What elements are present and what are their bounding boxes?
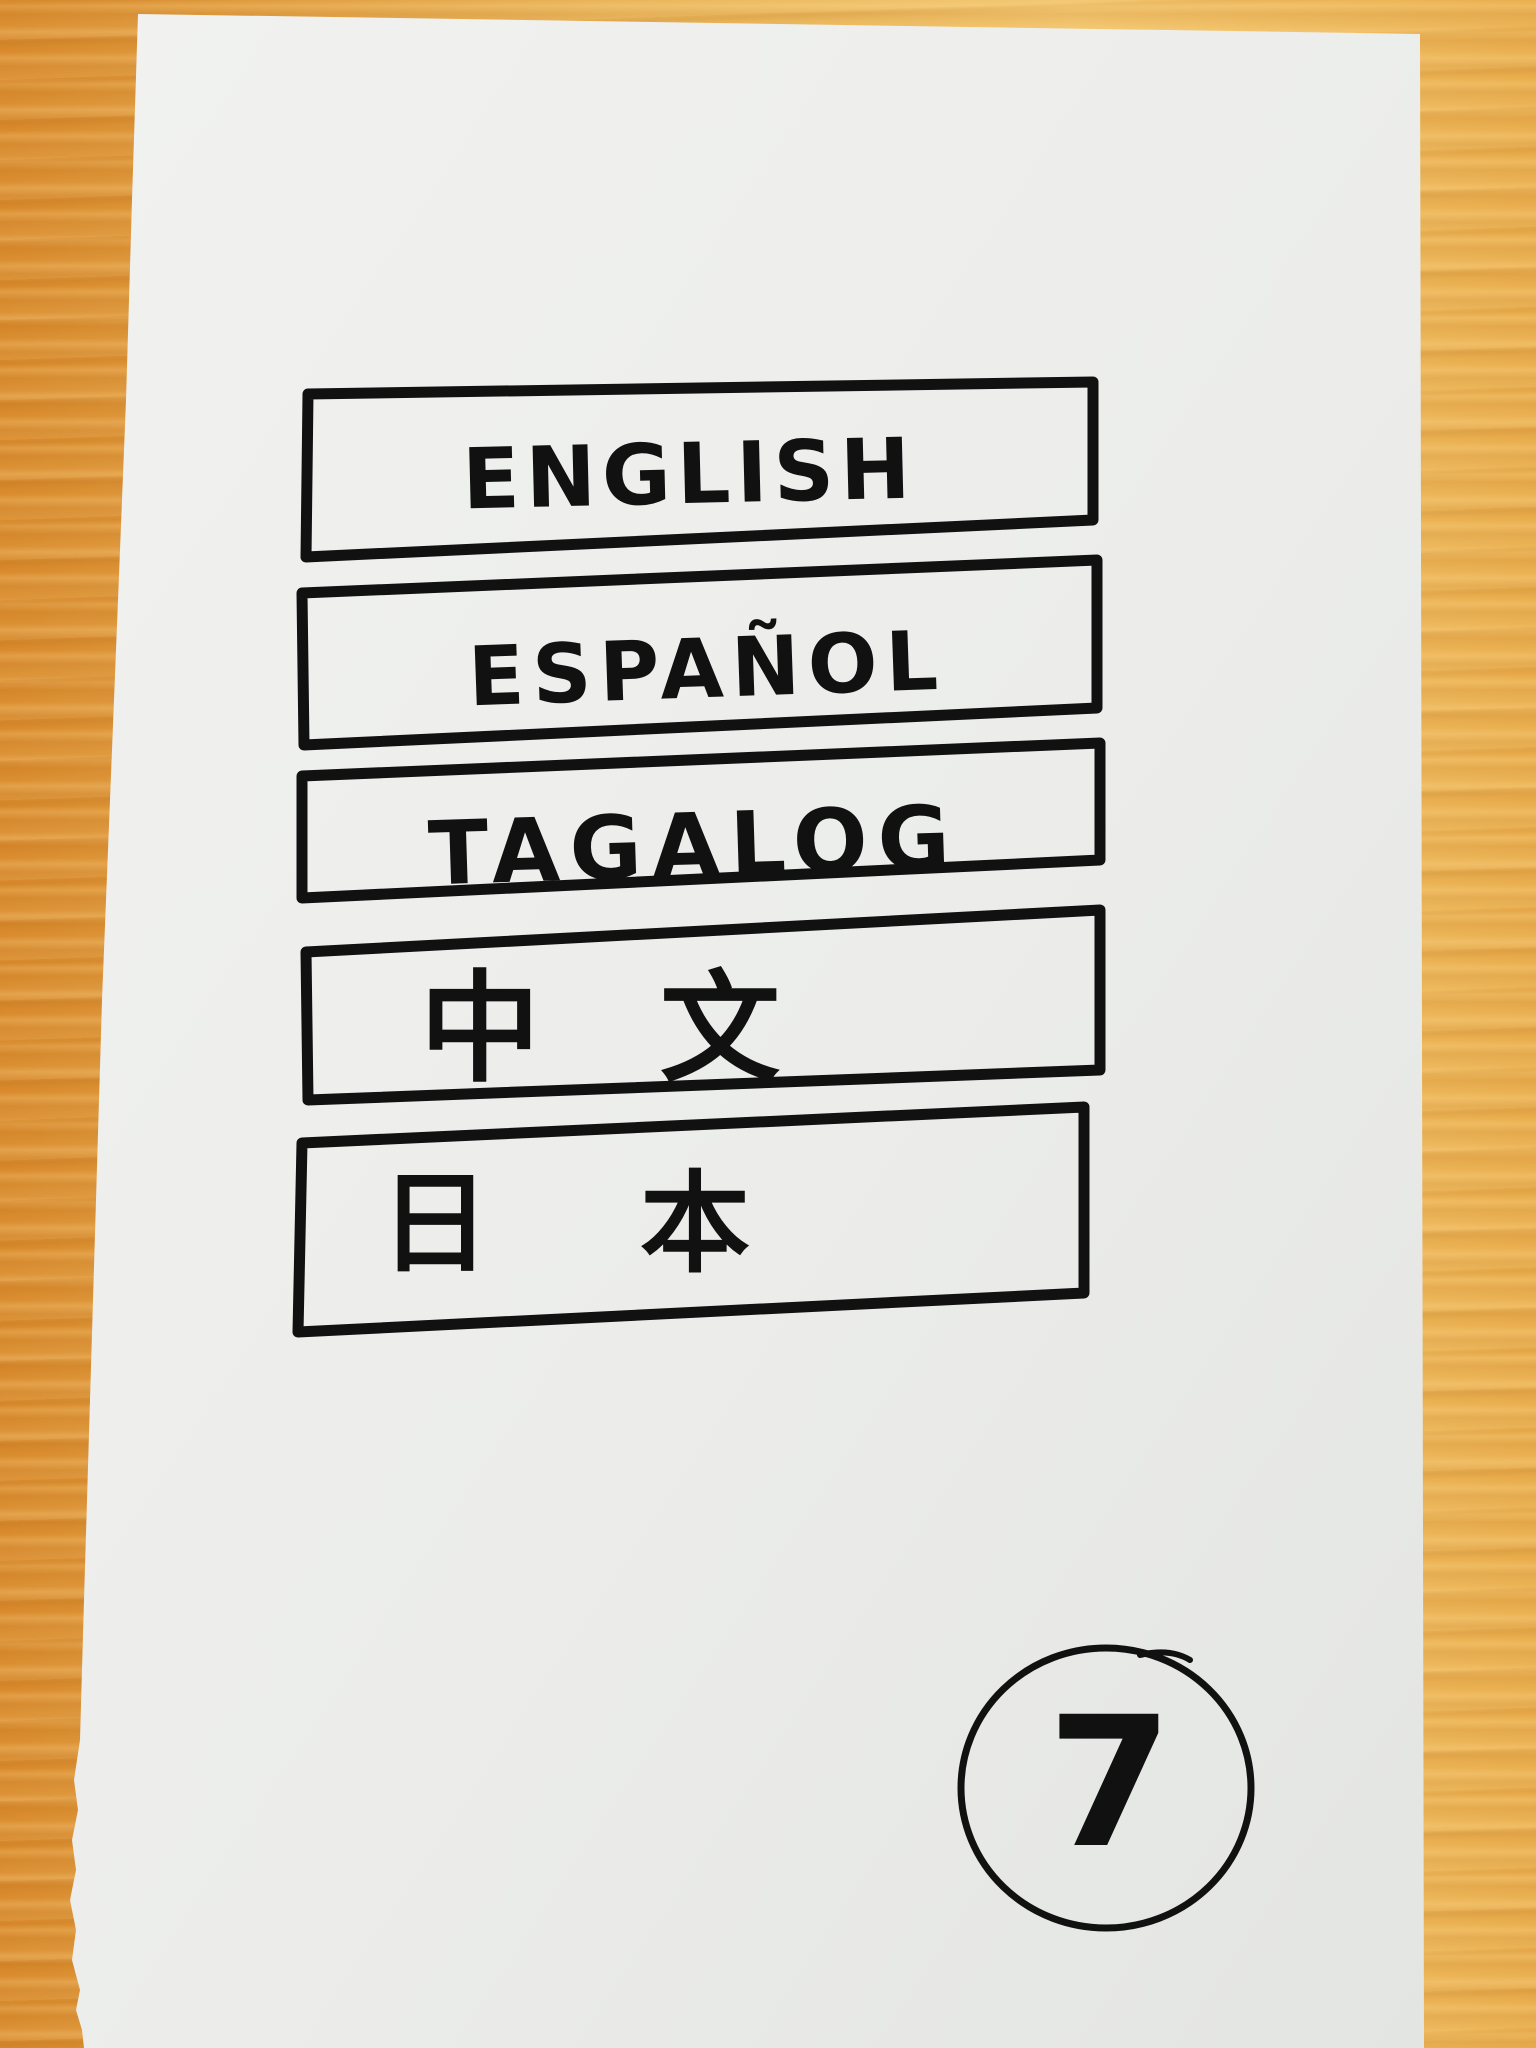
language-option-label: ESPAÑOL <box>467 612 948 726</box>
language-option-tagalog[interactable]: TAGALOG <box>296 737 1106 906</box>
language-option-label: ENGLISH <box>461 419 917 528</box>
language-option-english[interactable]: ENGLISH <box>300 376 1099 563</box>
language-option-label: TAGALOG <box>427 786 962 906</box>
language-option-espanol[interactable]: ESPAÑOL <box>296 554 1103 751</box>
language-option-label: 日本 <box>380 1160 900 1288</box>
language-option-chinese[interactable]: 中文 <box>300 904 1106 1106</box>
language-option-label: 中文 <box>420 960 900 1099</box>
language-option-japanese[interactable]: 日本 <box>292 1101 1090 1338</box>
page-number-badge: 7 <box>957 1644 1255 1932</box>
page-number: 7 <box>1047 1679 1172 1888</box>
